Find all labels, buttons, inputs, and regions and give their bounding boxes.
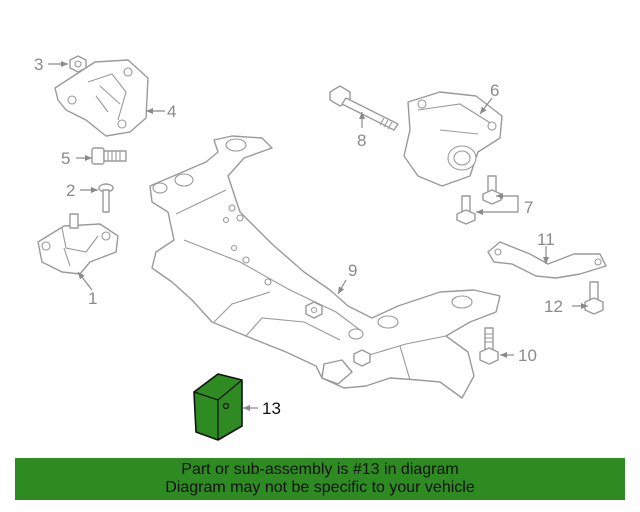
- callout-8: 8: [357, 131, 366, 150]
- parts-diagram: 3 4 5 2 1 8 6 7 11 12 10 9 13: [34, 55, 607, 441]
- part-6-transmission-mount[interactable]: [403, 91, 503, 187]
- part-13-highlighted[interactable]: [193, 373, 243, 441]
- part-2-stud[interactable]: [98, 183, 114, 213]
- callout-6: 6: [490, 81, 499, 100]
- part-10-bolt[interactable]: [479, 327, 499, 365]
- part-12-bolt[interactable]: [584, 281, 604, 315]
- callout-1: 1: [88, 289, 97, 308]
- callout-11: 11: [537, 230, 555, 249]
- callout-2: 2: [66, 181, 75, 200]
- callout-12: 12: [544, 297, 563, 316]
- part-11-link[interactable]: [487, 241, 607, 279]
- leader-lines: [48, 61, 588, 411]
- callout-9: 9: [348, 261, 357, 280]
- info-banner: Part or sub-assembly is #13 in diagram D…: [15, 458, 625, 500]
- callout-4: 4: [167, 102, 176, 121]
- callout-5: 5: [61, 149, 70, 168]
- callout-7: 7: [524, 198, 533, 217]
- part-4-bracket[interactable]: [54, 59, 149, 137]
- part-1-engine-mount[interactable]: [37, 213, 119, 275]
- callout-3: 3: [34, 55, 43, 74]
- part-7-bolts[interactable]: [456, 175, 502, 225]
- callout-10: 10: [518, 346, 537, 365]
- part-8-long-bolt[interactable]: [329, 85, 399, 131]
- banner-line-2: Diagram may not be specific to your vehi…: [165, 479, 475, 496]
- part-5-bolt[interactable]: [91, 147, 127, 165]
- part-9-subframe[interactable]: [149, 135, 501, 399]
- callout-13: 13: [262, 399, 281, 418]
- banner-line-1: Part or sub-assembly is #13 in diagram: [181, 461, 459, 478]
